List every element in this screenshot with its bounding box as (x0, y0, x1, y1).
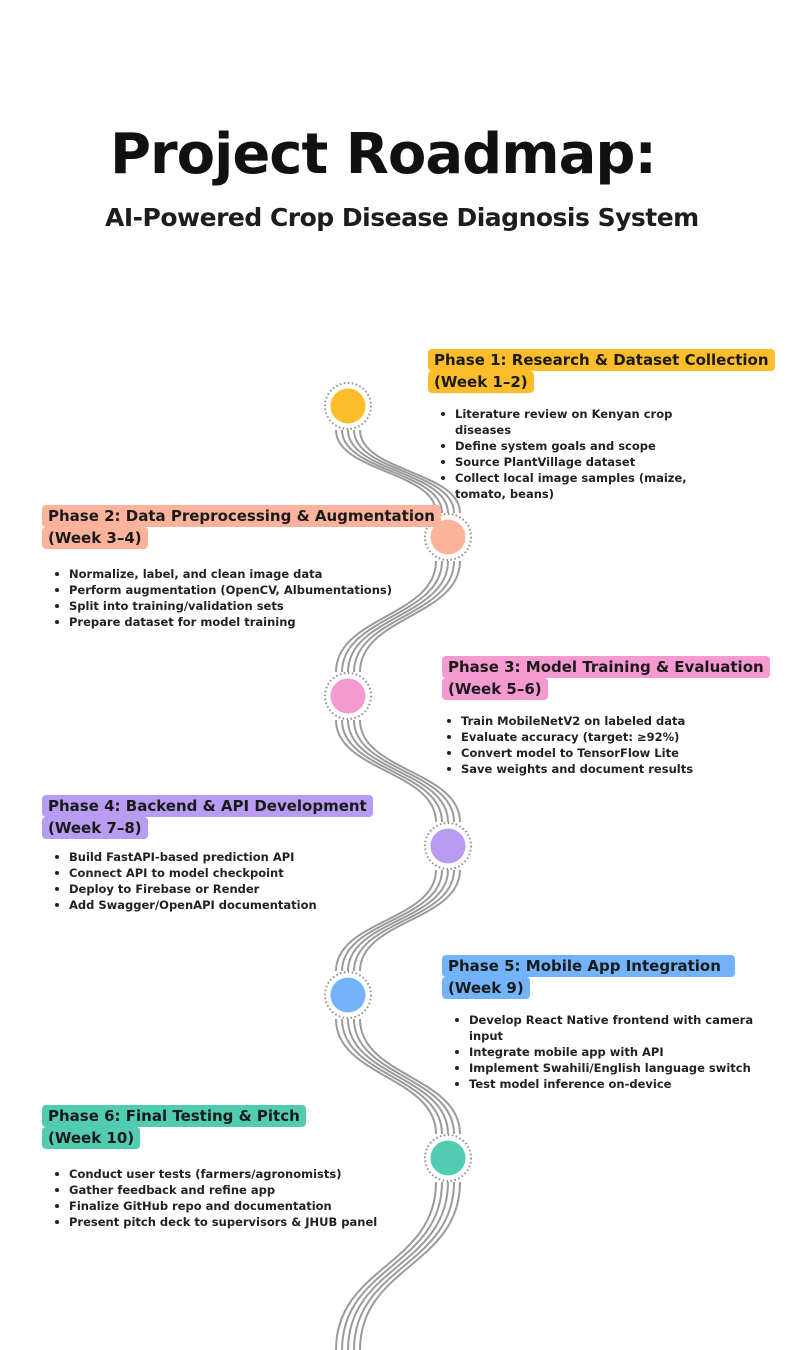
phase-1-tasks: Literature review on Kenyan crop disease… (440, 406, 730, 502)
phase-4-label: Phase 4: Backend & API Development (Week… (42, 795, 382, 839)
milestone-3 (330, 678, 366, 714)
phase-3-weeks: (Week 5–6) (442, 678, 548, 700)
phase-2: Phase 2: Data Preprocessing & Augmentati… (42, 505, 441, 630)
phase-6-title: Phase 6: Final Testing & Pitch (42, 1105, 306, 1127)
list-item: Save weights and document results (446, 761, 746, 777)
phase-5-tasks: Develop React Native frontend with camer… (454, 1012, 754, 1092)
phase-6: Phase 6: Final Testing & Pitch (Week 10)… (42, 1105, 382, 1230)
phase-1-weeks: (Week 1–2) (428, 371, 534, 393)
list-item: Conduct user tests (farmers/agronomists) (54, 1166, 384, 1182)
phase-5: Phase 5: Mobile App Integration (Week 9)… (442, 955, 762, 1092)
list-item: Gather feedback and refine app (54, 1182, 384, 1198)
phase-6-weeks: (Week 10) (42, 1127, 141, 1149)
road-line (341, 429, 443, 514)
list-item: Define system goals and scope (440, 438, 730, 454)
phase-1-label: Phase 1: Research & Dataset Collection (… (428, 349, 775, 393)
page-title: Project Roadmap: (110, 122, 657, 187)
road-line (347, 1181, 449, 1350)
road-line (347, 1018, 449, 1135)
milestone-4 (430, 828, 466, 864)
road-line (359, 1181, 461, 1350)
road-line (353, 869, 455, 972)
list-item: Prepare dataset for model training (54, 614, 404, 630)
phase-2-label: Phase 2: Data Preprocessing & Augmentati… (42, 505, 441, 549)
list-item: Test model inference on-device (454, 1076, 754, 1092)
road-line (353, 1181, 455, 1350)
road-line (353, 1018, 455, 1135)
phase-1: Phase 1: Research & Dataset Collection (… (428, 349, 775, 502)
road-line (335, 1018, 437, 1135)
list-item: Present pitch deck to supervisors & JHUB… (54, 1214, 384, 1230)
phase-3: Phase 3: Model Training & Evaluation (We… (442, 656, 770, 777)
phase-4: Phase 4: Backend & API Development (Week… (42, 795, 382, 913)
phase-2-tasks: Normalize, label, and clean image data P… (54, 566, 404, 630)
road-line (359, 560, 461, 673)
road-line (359, 719, 461, 823)
list-item: Train MobileNetV2 on labeled data (446, 713, 746, 729)
phase-5-weeks: (Week 9) (442, 977, 530, 999)
list-item: Add Swagger/OpenAPI documentation (54, 897, 374, 913)
list-item: Integrate mobile app with API (454, 1044, 754, 1060)
milestone-5 (330, 977, 366, 1013)
road-line (347, 869, 449, 972)
road-line (353, 429, 455, 514)
road-line (335, 869, 437, 972)
page-subtitle: AI-Powered Crop Disease Diagnosis System (105, 203, 699, 232)
road-line (359, 429, 461, 514)
list-item: Source PlantVillage dataset (440, 454, 730, 470)
phase-5-title: Phase 5: Mobile App Integration (442, 955, 735, 977)
road-line (341, 1018, 443, 1135)
milestones (324, 382, 472, 1182)
road-line (347, 560, 449, 673)
phase-3-tasks: Train MobileNetV2 on labeled data Evalua… (446, 713, 746, 777)
list-item: Collect local image samples (maize, toma… (440, 470, 730, 502)
road-line (347, 429, 449, 514)
phase-6-label: Phase 6: Final Testing & Pitch (Week 10) (42, 1105, 382, 1149)
phase-5-label: Phase 5: Mobile App Integration (Week 9) (442, 955, 762, 999)
road-line (335, 560, 437, 673)
phase-2-title: Phase 2: Data Preprocessing & Augmentati… (42, 505, 441, 527)
phase-1-title: Phase 1: Research & Dataset Collection (428, 349, 775, 371)
road-line (359, 1018, 461, 1135)
road-line (341, 719, 443, 823)
list-item: Literature review on Kenyan crop disease… (440, 406, 730, 438)
phase-3-title: Phase 3: Model Training & Evaluation (442, 656, 770, 678)
phase-2-weeks: (Week 3–4) (42, 527, 148, 549)
road-line (335, 1181, 437, 1350)
list-item: Connect API to model checkpoint (54, 865, 374, 881)
milestone-6 (430, 1140, 466, 1176)
list-item: Convert model to TensorFlow Lite (446, 745, 746, 761)
road-line (335, 719, 437, 823)
list-item: Deploy to Firebase or Render (54, 881, 374, 897)
phase-3-label: Phase 3: Model Training & Evaluation (We… (442, 656, 770, 700)
road-line (341, 560, 443, 673)
road-line (353, 560, 455, 673)
list-item: Evaluate accuracy (target: ≥92%) (446, 729, 746, 745)
list-item: Finalize GitHub repo and documentation (54, 1198, 384, 1214)
list-item: Implement Swahili/English language switc… (454, 1060, 754, 1076)
list-item: Normalize, label, and clean image data (54, 566, 404, 582)
road-line (341, 1181, 443, 1350)
list-item: Build FastAPI-based prediction API (54, 849, 374, 865)
road-line (335, 429, 437, 514)
milestone-1 (330, 388, 366, 424)
road-line (341, 869, 443, 972)
list-item: Develop React Native frontend with camer… (454, 1012, 754, 1044)
phase-4-title: Phase 4: Backend & API Development (42, 795, 373, 817)
phase-4-weeks: (Week 7–8) (42, 817, 148, 839)
road-line (359, 869, 461, 972)
phase-6-tasks: Conduct user tests (farmers/agronomists)… (54, 1166, 384, 1230)
phase-4-tasks: Build FastAPI-based prediction API Conne… (54, 849, 374, 913)
list-item: Perform augmentation (OpenCV, Albumentat… (54, 582, 404, 598)
milestone-2 (430, 519, 466, 555)
road-line (347, 719, 449, 823)
road-line (353, 719, 455, 823)
list-item: Split into training/validation sets (54, 598, 404, 614)
road-lines (335, 429, 461, 1350)
